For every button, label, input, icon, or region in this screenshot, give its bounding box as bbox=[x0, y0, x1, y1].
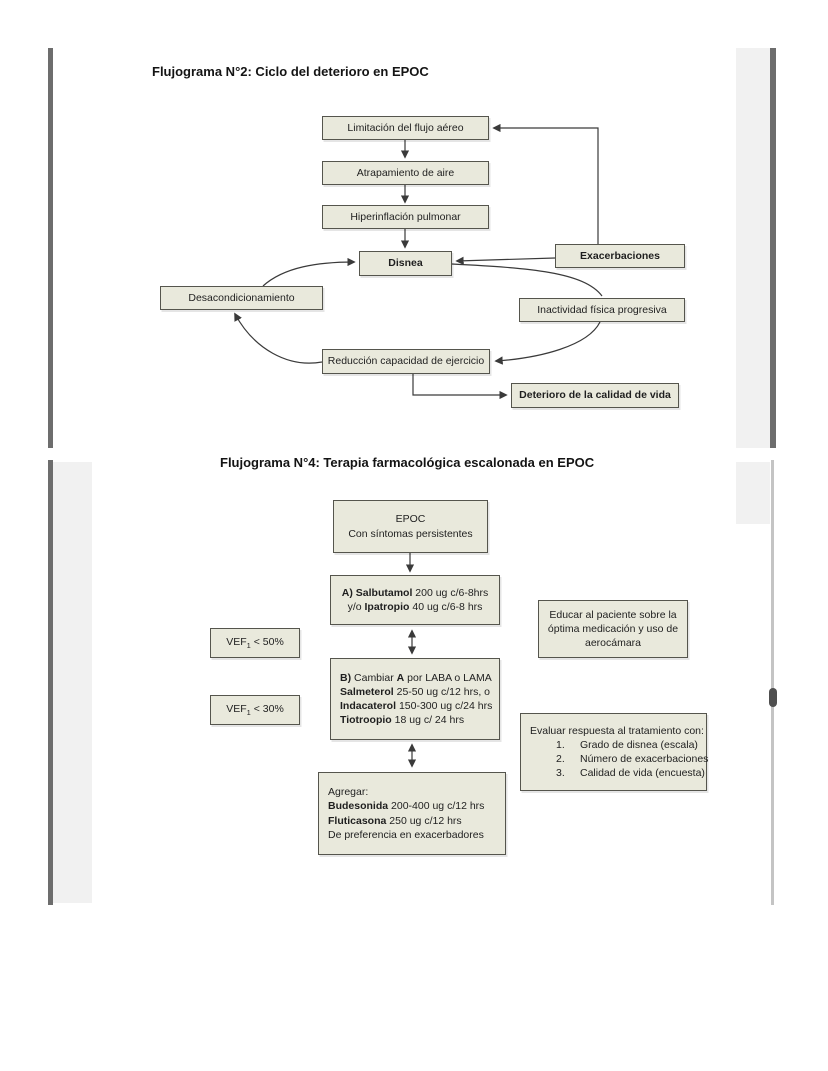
node-label: Hiperinflación pulmonar bbox=[350, 210, 461, 223]
node-disnea: Disnea bbox=[359, 251, 452, 276]
node-epoc-sintomas: EPOC Con síntomas persistentes bbox=[333, 500, 488, 553]
evaluar-item2: Número de exacerbaciones bbox=[580, 753, 709, 765]
node-label: Exacerbaciones bbox=[580, 249, 660, 262]
page1-right-margin bbox=[736, 48, 770, 448]
node-exacerbaciones: Exacerbaciones bbox=[555, 244, 685, 268]
educar-line3: aerocámara bbox=[584, 637, 642, 650]
step-a-label: A) bbox=[341, 586, 353, 599]
node-vef-30: VEF1 < 30% bbox=[210, 695, 300, 725]
vef30-value: < 30% bbox=[253, 702, 284, 715]
step-b-drug1: Salmeterol bbox=[340, 685, 394, 698]
node-step-a: A) Salbutamol 200 ug c/6-8hrs y/o Ipatro… bbox=[330, 575, 500, 625]
step-b-label: B) bbox=[340, 671, 352, 684]
agregar-dose2: 250 ug c/12 hrs bbox=[389, 814, 462, 827]
flowchart1-title: Flujograma N°2: Ciclo del deterioro en E… bbox=[152, 64, 429, 79]
step-b-drug2: Indacaterol bbox=[340, 700, 397, 712]
evaluar-item1: Grado de disnea (escala) bbox=[580, 738, 698, 751]
step-a-dose1: 200 ug c/6-8hrs bbox=[415, 586, 489, 599]
educar-line2: óptima medicación y uso de bbox=[547, 622, 679, 635]
node-deterioro-calidad-vida: Deterioro de la calidad de vida bbox=[511, 383, 679, 408]
page2-left-margin bbox=[53, 462, 92, 903]
node-evaluar-respuesta: Evaluar respuesta al tratamiento con: 1.… bbox=[520, 713, 709, 791]
step-a-drug1: Salbutamol bbox=[355, 586, 413, 599]
node-desacondicionamiento: Desacondicionamiento bbox=[160, 286, 323, 310]
vef50-sub: 1 bbox=[246, 640, 251, 650]
node-limitacion-flujo-aereo: Limitación del flujo aéreo bbox=[322, 116, 489, 140]
evaluar-item3: Calidad de vida (encuesta) bbox=[580, 767, 705, 780]
node-label: Disnea bbox=[388, 257, 423, 270]
step-a-dose2: 40 ug c/6-8 hrs bbox=[412, 601, 483, 613]
node-hiperinflacion-pulmonar: Hiperinflación pulmonar bbox=[322, 205, 489, 229]
vef50-value: < 50% bbox=[253, 635, 284, 648]
agregar-dose1: 200-400 ug c/12 hrs bbox=[391, 800, 485, 813]
node-atrapamiento-aire: Atrapamiento de aire bbox=[322, 161, 489, 185]
epoc-line2: Con síntomas persistentes bbox=[348, 527, 473, 540]
step-b-dose1: 25-50 ug c/12 hrs, o bbox=[396, 685, 491, 698]
agregar-drug2: Fluticasona bbox=[328, 814, 387, 827]
page2-right-margin bbox=[736, 462, 770, 524]
evaluar-num1: 1. bbox=[556, 738, 565, 751]
node-agregar-corticoides: Agregar: Budesonida 200-400 ug c/12 hrs … bbox=[318, 772, 506, 855]
page2-right-edge bbox=[771, 460, 774, 905]
vef30-sub: 1 bbox=[246, 707, 251, 717]
educar-line1: Educar al paciente sobre la bbox=[549, 608, 677, 621]
node-vef-50: VEF1 < 50% bbox=[210, 628, 300, 658]
node-step-b: B) Cambiar A por LABA o LAMA Salmeterol … bbox=[330, 658, 500, 740]
step-a-drug2: Ipatropio bbox=[364, 601, 410, 613]
vef50-name: VEF bbox=[226, 635, 247, 648]
node-educar-paciente: Educar al paciente sobre la óptima medic… bbox=[538, 600, 688, 658]
evaluar-num3: 3. bbox=[556, 767, 565, 780]
node-label: Atrapamiento de aire bbox=[356, 166, 455, 179]
step-b-a-ref: A bbox=[396, 671, 405, 684]
vef30-name: VEF bbox=[226, 702, 247, 715]
node-label: Deterioro de la calidad de vida bbox=[519, 389, 671, 402]
agregar-header: Agregar: bbox=[328, 786, 369, 799]
page2-left-edge bbox=[48, 460, 53, 905]
scrollbar-thumb[interactable] bbox=[769, 688, 777, 707]
step-b-pre: Cambiar bbox=[354, 671, 394, 684]
page1-right-edge bbox=[770, 48, 776, 448]
node-label: Desacondicionamiento bbox=[188, 291, 295, 304]
step-b-dose3: 18 ug c/ 24 hrs bbox=[394, 714, 465, 727]
evaluar-header: Evaluar respuesta al tratamiento con: bbox=[530, 724, 704, 737]
flowchart2-title: Flujograma N°4: Terapia farmacológica es… bbox=[220, 457, 594, 472]
step-b-dose2: 150-300 ug c/24 hrs bbox=[398, 700, 493, 712]
step-b-post: por LABA o LAMA bbox=[407, 671, 492, 684]
step-a-pre2: y/o bbox=[347, 601, 362, 613]
agregar-note: De preferencia en exacerbadores bbox=[328, 828, 484, 841]
flowchart2-title-text: Flujograma N°4: Terapia farmacológica es… bbox=[220, 457, 595, 470]
page1-left-edge bbox=[48, 48, 53, 448]
agregar-drug1: Budesonida bbox=[328, 800, 389, 813]
step-b-drug3: Tiotroopio bbox=[340, 714, 392, 727]
node-reduccion-capacidad: Reducción capacidad de ejercicio bbox=[322, 349, 490, 374]
evaluar-num2: 2. bbox=[556, 753, 565, 765]
node-label: Reducción capacidad de ejercicio bbox=[327, 355, 485, 368]
epoc-line1: EPOC bbox=[395, 513, 426, 526]
node-label: Limitación del flujo aéreo bbox=[347, 121, 464, 134]
node-label: Inactividad física progresiva bbox=[537, 303, 667, 316]
node-inactividad-fisica: Inactividad física progresiva bbox=[519, 298, 685, 322]
